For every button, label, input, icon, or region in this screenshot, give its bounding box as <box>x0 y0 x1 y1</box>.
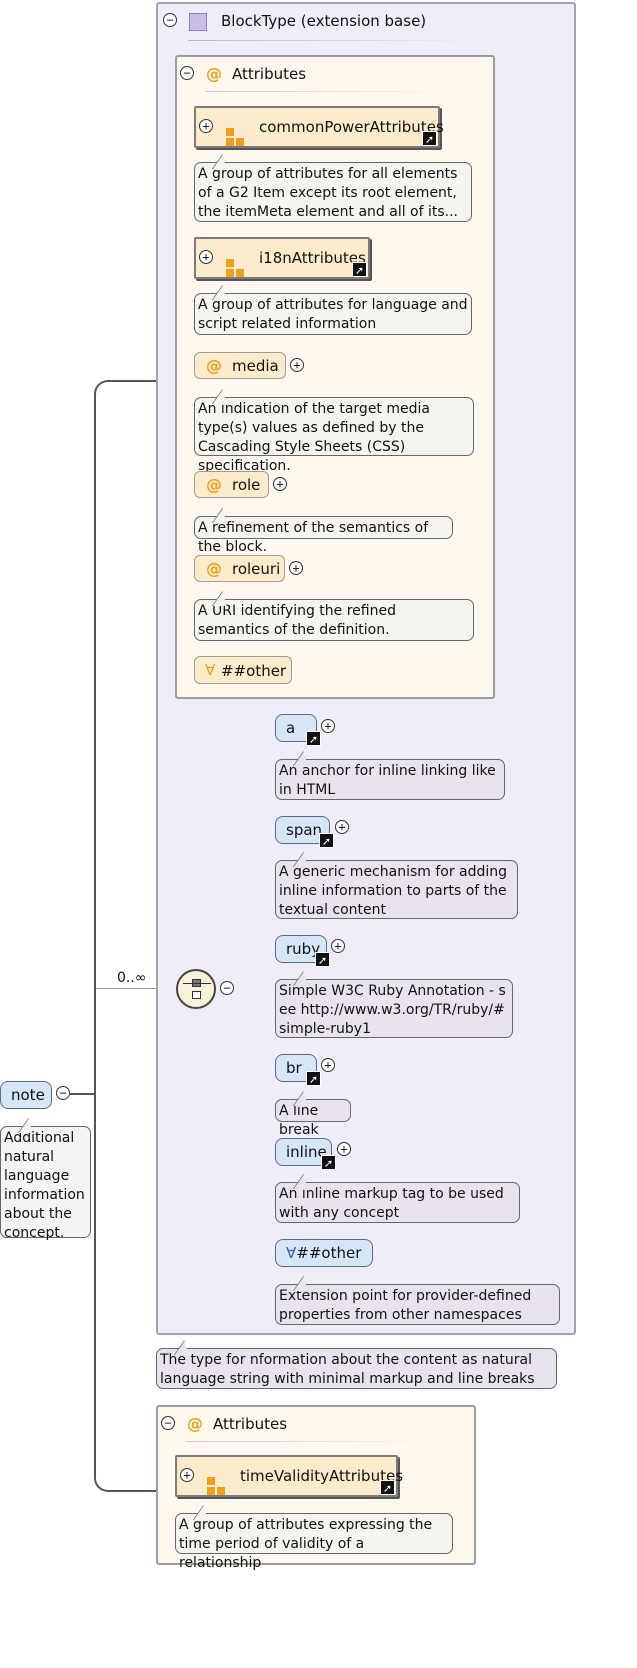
collapse-attributes-toggle[interactable]: − <box>180 66 194 80</box>
connector-note-to-branch <box>70 1093 96 1095</box>
attribute-group-name: i18nAttributes <box>259 249 366 267</box>
choice-compositor-icon[interactable] <box>176 969 216 1009</box>
i18nattributes-description: A group of attributes for language and s… <box>194 293 472 335</box>
attributes-title: Attributes <box>232 65 307 83</box>
attributes-title: Attributes <box>213 1415 288 1433</box>
blocktype-icon <box>189 13 207 31</box>
choice-node-bottom <box>192 991 201 999</box>
span-description: A generic mechanism for adding inline in… <box>275 860 518 919</box>
timevalidityattributes-description: A group of attributes expressing the tim… <box>175 1513 453 1571</box>
element-name: ruby <box>286 940 321 958</box>
expand-media-toggle[interactable]: + <box>290 358 304 372</box>
attribute-at-icon: @ <box>187 1414 203 1433</box>
collapse-note-toggle[interactable]: − <box>56 1086 70 1100</box>
title-underline <box>205 91 455 92</box>
attribute-name: roleuri <box>232 560 281 578</box>
any-element-name: ##other <box>296 1244 362 1262</box>
element-name: inline <box>286 1143 327 1161</box>
element-note[interactable]: note <box>0 1081 52 1109</box>
roleuri-description: A URI identifying the refined semantics … <box>194 599 474 641</box>
attribute-at-icon: @ <box>206 559 222 578</box>
note-description: Additional natural language information … <box>0 1126 91 1241</box>
attribute-at-icon: @ <box>206 64 222 83</box>
attribute-any-other[interactable]: ∀ ##other <box>194 656 292 684</box>
expand-toggle[interactable]: + <box>199 119 213 133</box>
expand-ruby-toggle[interactable]: + <box>331 939 345 953</box>
expand-roleuri-toggle[interactable]: + <box>289 561 303 575</box>
attribute-at-icon: @ <box>206 475 222 494</box>
media-description: An indication of the target media type(s… <box>194 397 474 474</box>
link-arrow-icon[interactable]: ➚ <box>352 262 367 277</box>
any-element-icon: ∀ <box>286 1244 297 1262</box>
a-description: An anchor for inline linking like in HTM… <box>275 759 505 800</box>
expand-role-toggle[interactable]: + <box>273 477 287 491</box>
attribute-roleuri[interactable]: @ roleuri <box>194 555 285 582</box>
link-arrow-icon[interactable]: ➚ <box>321 1155 336 1170</box>
commonpowerattributes-description: A group of attributes for all elements o… <box>194 162 472 222</box>
any-attribute-icon: ∀ <box>205 661 216 679</box>
attribute-group-icon <box>226 259 246 279</box>
choice-node-line <box>183 983 211 984</box>
connector-branch-vertical <box>94 380 160 1492</box>
attribute-name: media <box>232 357 279 375</box>
connector-choice-horizontal <box>96 988 176 989</box>
inline-description: An inline markup tag to be used with any… <box>275 1182 520 1223</box>
collapse-choice-toggle[interactable]: − <box>220 981 234 995</box>
title-underline <box>186 1441 436 1442</box>
attribute-name: role <box>232 476 261 494</box>
blocktype-description: The type for nformation about the conten… <box>156 1348 557 1389</box>
br-description: A line break <box>275 1099 351 1138</box>
expand-toggle[interactable]: + <box>180 1468 194 1482</box>
link-arrow-icon[interactable]: ➚ <box>319 833 334 848</box>
attribute-at-icon: @ <box>206 356 222 375</box>
element-name: br <box>286 1059 302 1077</box>
attribute-group-icon <box>226 128 246 148</box>
any-attribute-name: ##other <box>221 662 287 680</box>
link-arrow-icon[interactable]: ➚ <box>306 1071 321 1086</box>
attribute-role[interactable]: @ role <box>194 471 269 498</box>
title-underline <box>188 40 478 41</box>
link-arrow-icon[interactable]: ➚ <box>306 731 321 746</box>
element-name: a <box>286 719 296 737</box>
attribute-media[interactable]: @ media <box>194 352 286 379</box>
element-name: note <box>11 1086 45 1104</box>
attribute-group-icon <box>207 1477 227 1497</box>
attribute-group-timevalidityattributes[interactable]: + timeValidityAttributes ➚ <box>175 1455 403 1497</box>
ruby-description: Simple W3C Ruby Annotation - see http://… <box>275 979 513 1038</box>
attribute-group-name: timeValidityAttributes <box>240 1467 404 1485</box>
element-span[interactable]: span <box>275 816 330 844</box>
element-name: span <box>286 821 323 839</box>
collapse-attributes-toggle[interactable]: − <box>161 1416 175 1430</box>
expand-span-toggle[interactable]: + <box>335 820 349 834</box>
expand-br-toggle[interactable]: + <box>321 1058 335 1072</box>
collapse-blocktype-toggle[interactable]: − <box>163 13 177 27</box>
expand-inline-toggle[interactable]: + <box>337 1142 351 1156</box>
attribute-group-i18nattributes[interactable]: + i18nAttributes ➚ <box>194 237 370 279</box>
role-description: A refinement of the semantics of the blo… <box>194 516 453 555</box>
expand-a-toggle[interactable]: + <box>321 719 335 733</box>
link-arrow-icon[interactable]: ➚ <box>315 952 330 967</box>
element-any-other[interactable]: ∀ ##other <box>275 1239 373 1267</box>
attribute-group-commonpowerattributes[interactable]: + commonPowerAttributes ➚ <box>194 106 444 148</box>
any-other-description: Extension point for provider-defined pro… <box>275 1284 560 1325</box>
link-arrow-icon[interactable]: ➚ <box>380 1480 395 1495</box>
blocktype-title: BlockType (extension base) <box>221 12 427 30</box>
attribute-group-name: commonPowerAttributes <box>259 118 444 136</box>
link-arrow-icon[interactable]: ➚ <box>422 131 437 146</box>
cardinality-label: 0..∞ <box>117 970 147 986</box>
expand-toggle[interactable]: + <box>199 250 213 264</box>
